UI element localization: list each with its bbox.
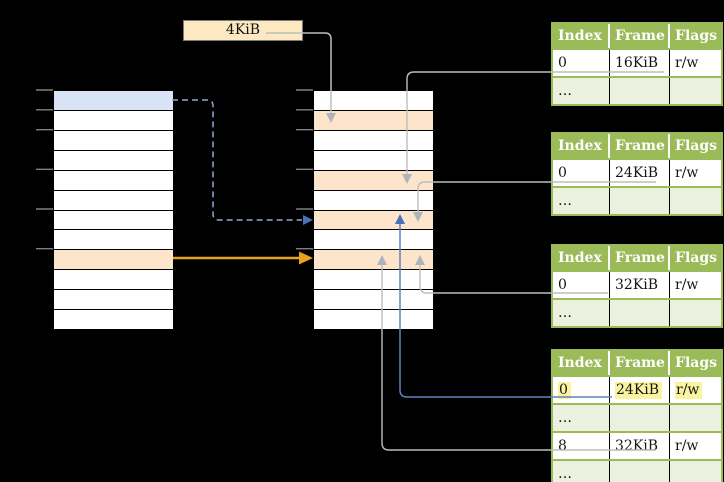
table-cell: 0 <box>553 50 610 76</box>
table-cell <box>670 461 721 482</box>
table-header-cell: Index <box>553 246 610 270</box>
table-cell: 0 <box>553 272 610 298</box>
table-header-cell: Flags <box>675 250 717 266</box>
table-cell: 16KiB <box>610 50 670 76</box>
left-column-ticks <box>36 89 53 250</box>
table-cell: … <box>553 461 610 482</box>
table-cell <box>610 78 670 104</box>
table-cell: 24KiB <box>610 377 670 403</box>
memory-row <box>54 309 173 330</box>
table-cell <box>670 300 721 326</box>
table-cell: 8 <box>553 433 610 459</box>
table-header-cell: Index <box>553 351 610 375</box>
memory-row <box>54 249 173 270</box>
table-cell <box>670 78 721 104</box>
table-header-cell: Flags <box>675 138 717 154</box>
table-cell <box>670 188 721 214</box>
memory-row <box>54 289 173 310</box>
table-cell <box>610 405 670 431</box>
table-header-cell: Index <box>553 24 610 48</box>
highlighted-value: 0 <box>558 382 571 399</box>
memory-row <box>54 149 173 170</box>
table-row: … <box>553 298 721 326</box>
table-cell: 24KiB <box>610 160 670 186</box>
memory-row <box>54 229 173 250</box>
table-cell <box>610 461 670 482</box>
table-cell: r/w <box>670 377 721 403</box>
arrow-virtual-page-orange <box>173 251 313 265</box>
memory-row <box>314 289 433 310</box>
table-cell: … <box>553 78 610 104</box>
table-row: … <box>553 459 721 482</box>
table-row: 0 24KiB r/w <box>553 375 721 403</box>
memory-row <box>314 209 433 230</box>
table-cell: 0 <box>553 160 610 186</box>
table-header-cell: Frame <box>610 134 670 158</box>
memory-row <box>54 129 173 150</box>
memory-row <box>314 169 433 190</box>
highlighted-value: r/w <box>675 382 703 399</box>
page-size-label: 4KiB <box>183 20 303 41</box>
table-cell <box>610 188 670 214</box>
table-row: … <box>553 403 721 431</box>
memory-row <box>314 129 433 150</box>
memory-row <box>54 209 173 230</box>
memory-row <box>54 269 173 290</box>
table-header-cell: Flags <box>675 355 717 371</box>
table-header-cell: Frame <box>610 351 670 375</box>
table-cell: r/w <box>675 438 699 454</box>
middle-column-ticks <box>296 89 313 250</box>
memory-row <box>314 309 433 330</box>
memory-row <box>314 109 433 130</box>
middle-memory-column <box>313 90 434 330</box>
highlighted-value: 24KiB <box>615 382 663 399</box>
memory-row <box>314 269 433 290</box>
table-cell <box>670 405 721 431</box>
table-row: … <box>553 76 721 104</box>
table-header-cell: Index <box>553 134 610 158</box>
memory-row <box>314 249 433 270</box>
memory-row <box>314 229 433 250</box>
table-cell: 0 <box>553 377 610 403</box>
table-header-cell: Flags <box>675 28 717 44</box>
table-cell: r/w <box>675 165 699 181</box>
memory-row <box>314 149 433 170</box>
left-memory-column <box>53 90 174 330</box>
table-row: … <box>553 186 721 214</box>
table-cell <box>610 300 670 326</box>
table-cell: r/w <box>675 55 699 71</box>
memory-row <box>54 169 173 190</box>
table-header-cell: Frame <box>610 24 670 48</box>
table-cell: r/w <box>675 277 699 293</box>
memory-row <box>54 189 173 210</box>
table-cell: … <box>553 300 610 326</box>
memory-row <box>54 109 173 130</box>
table-cell: 32KiB <box>610 272 670 298</box>
memory-row <box>54 91 173 110</box>
memory-row <box>314 189 433 210</box>
memory-row <box>314 91 433 110</box>
table-cell: … <box>553 188 610 214</box>
table-cell: 32KiB <box>610 433 670 459</box>
table-cell: … <box>553 405 610 431</box>
table-header-cell: Frame <box>610 246 670 270</box>
arrow-virtual-page-dashed <box>172 99 313 225</box>
